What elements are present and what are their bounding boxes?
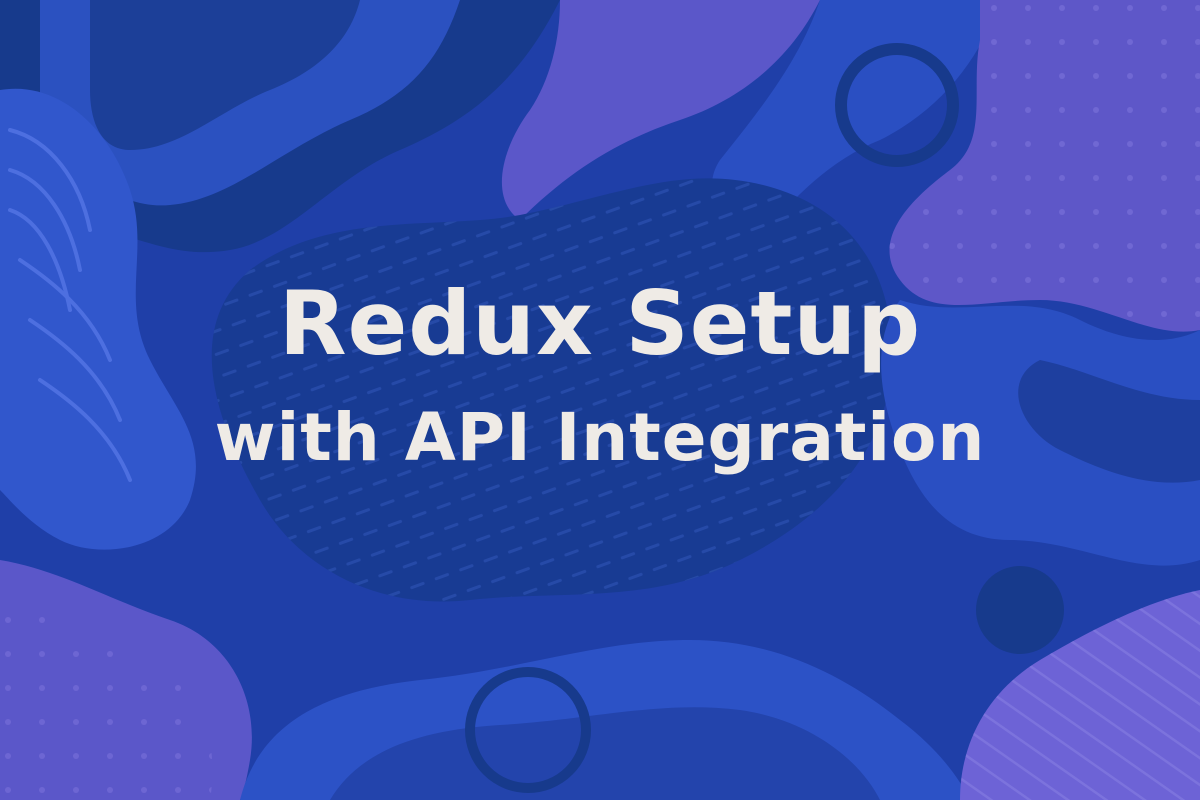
title-block: Redux Setup with API Integration [0,268,1200,486]
right-mid-inner-wave [1018,360,1200,483]
title-line-2: with API Integration [214,399,986,476]
title-line-1: Redux Setup [278,272,922,375]
top-right-dotted-region [889,0,1200,332]
top-ring-icon [835,43,959,167]
top-left-inner-wave [90,0,360,150]
bottom-ring-icon [465,667,591,793]
top-center-violet-wave [501,0,820,220]
bottom-left-dotted-region [0,600,213,800]
left-wavy-lines [8,128,132,482]
left-wavy-band [0,88,196,550]
bottom-right-dot-icon [976,566,1064,654]
center-dash-texture [211,178,892,602]
bottom-right-stripe-texture [960,590,1200,800]
